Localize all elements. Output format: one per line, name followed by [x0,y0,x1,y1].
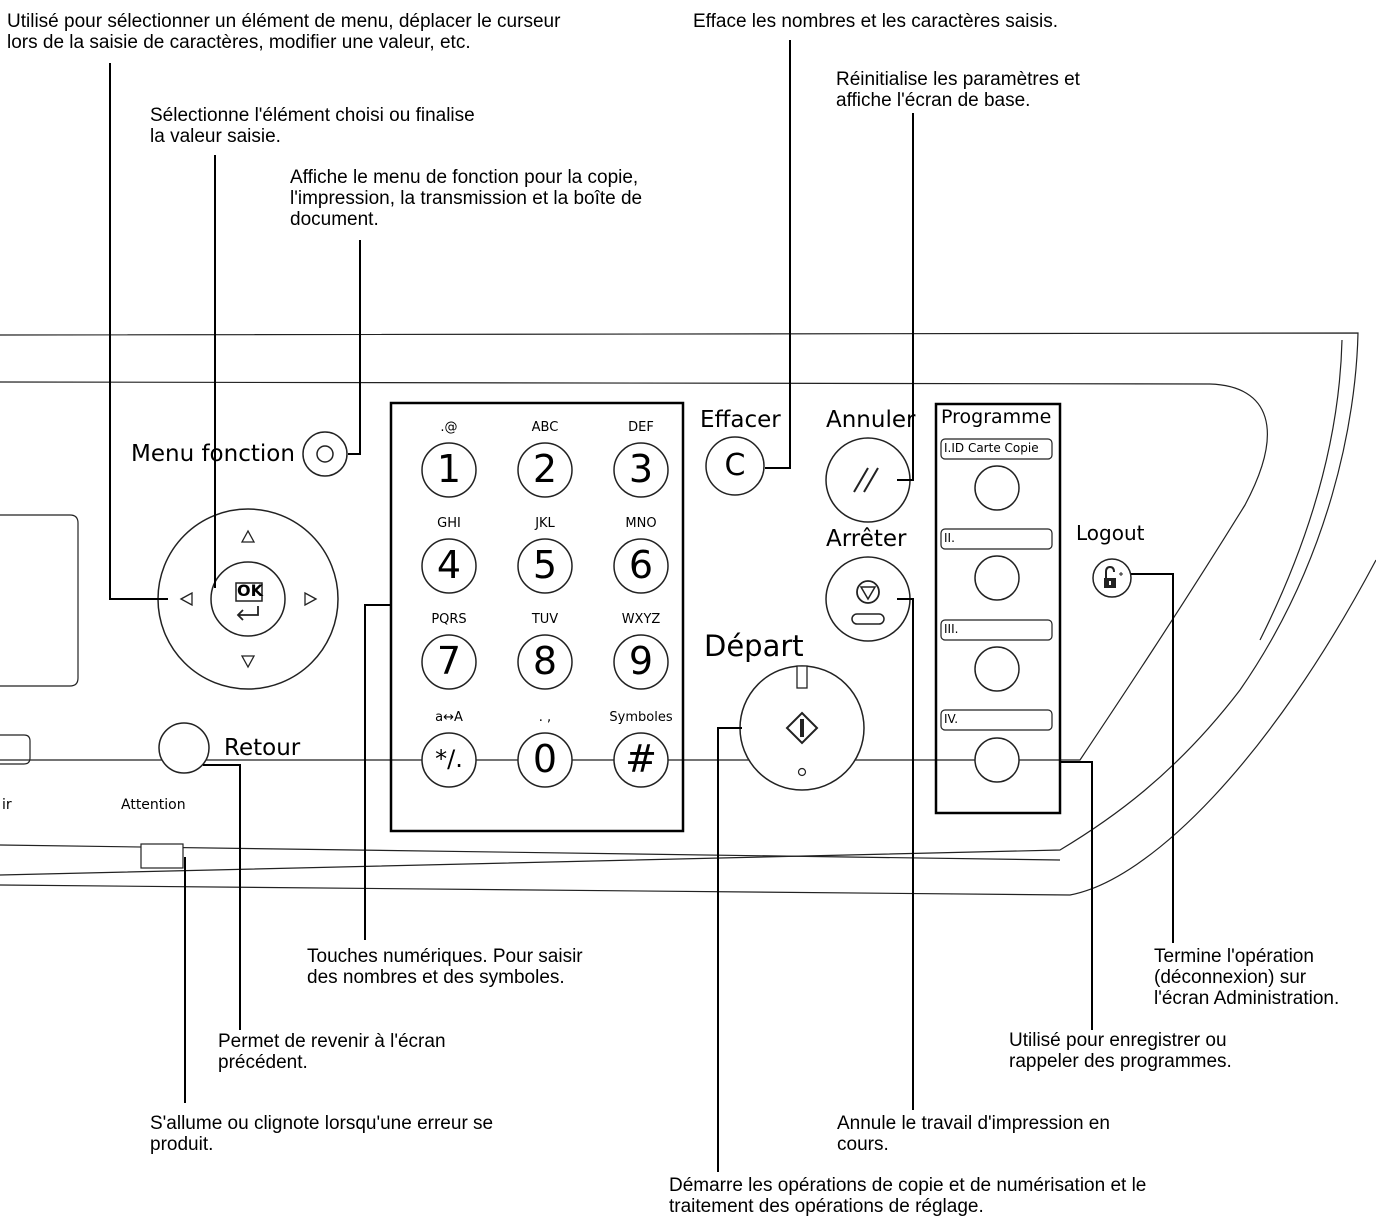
key-letters: JKL [535,516,555,531]
key-11-button[interactable] [517,732,573,788]
program-4-button[interactable] [974,737,1020,783]
ok-key-label: OK [237,581,263,600]
callout-function-menu: Affiche le menu de fonction pour la copi… [290,167,643,230]
attention-label: Attention [121,797,186,813]
annuler-label: Annuler [826,407,916,433]
key-digit: 7 [436,639,462,683]
programme-label: Programme [941,406,1052,428]
menu-fonction-button[interactable] [302,431,348,477]
depart-label: Départ [704,629,804,663]
program-1-label: I.ID Carte Copie [944,441,1039,455]
key-digit: */. [435,745,463,773]
key-9-button[interactable] [613,634,669,690]
key-digit: 2 [532,447,558,491]
key-letters: WXYZ [621,612,661,627]
key-7-button[interactable] [421,634,477,690]
key-3-button[interactable] [613,442,669,498]
callout-logout: Termine l'opération (déconnexion) sur l'… [1154,946,1340,1009]
display-edge [0,514,79,687]
key-digit: 9 [628,639,654,683]
start-icon-bar [800,719,804,737]
program-1-button[interactable] [974,465,1020,511]
key-8-button[interactable] [517,634,573,690]
key-digit: 6 [628,543,654,587]
program-2-button[interactable] [974,555,1020,601]
key-1-button[interactable] [421,442,477,498]
key-digit: 8 [532,639,558,683]
program-2-label: II. [944,531,955,545]
callout-attention: S'allume ou clignote lorsqu'une erreur s… [150,1113,494,1155]
key-digit: 4 [436,543,462,587]
clear-icon: C [724,448,746,483]
callout-program: Utilisé pour enregistrer ou rappeler des… [1009,1030,1232,1072]
key-6-button[interactable] [613,538,669,594]
key-10-button[interactable] [421,732,477,788]
key-digit: 1 [436,447,462,491]
key-5-button[interactable] [517,538,573,594]
partial-label: ir [2,797,12,813]
key-letters: MNO [625,516,657,531]
arrow-left-icon[interactable] [179,591,193,607]
programme-frame [934,402,1062,815]
logout-label: Logout [1076,521,1145,545]
key-letters: a↔A [435,710,463,725]
key-digit: 0 [532,737,558,781]
effacer-button[interactable] [705,436,765,496]
arrow-down-icon[interactable] [240,655,256,669]
stop-indicator [851,613,885,625]
reset-icon [853,467,879,493]
retour-button[interactable] [158,722,210,774]
arrow-right-icon[interactable] [304,591,318,607]
key-letters: PQRS [431,612,467,627]
partial-button [0,734,31,765]
menu-fonction-label: Menu fonction [131,441,295,467]
callout-start: Démarre les opérations de copie et de nu… [669,1175,1147,1217]
callout-reset: Réinitialise les paramètres et affiche l… [836,69,1080,111]
callout-ok: Sélectionne l'élément choisi ou finalise… [150,105,475,147]
program-3-label: III. [944,622,959,636]
unlock-icon [1104,565,1123,588]
program-4-label: IV. [944,712,959,726]
retour-label: Retour [224,735,301,761]
callout-numeric: Touches numériques. Pour saisir des nomb… [307,946,583,988]
callout-stop: Annule le travail d'impression en cours. [837,1113,1110,1155]
key-12-button[interactable] [613,732,669,788]
callout-back: Permet de revenir à l'écran précédent. [218,1031,446,1073]
key-letters: .@ [440,420,458,435]
key-letters: TUV [531,612,559,627]
callout-arrows: Utilisé pour sélectionner un élément de … [7,11,561,53]
attention-indicator [140,843,184,869]
keypad-frame [389,401,685,833]
key-2-button[interactable] [517,442,573,498]
key-letters: ABC [531,420,559,435]
start-dot [797,767,807,777]
leader-lines [109,40,1174,1172]
key-letters: GHI [437,516,461,531]
start-icon [785,711,819,745]
key-digit: # [625,737,657,781]
circle-icon [316,445,334,463]
key-4-button[interactable] [421,538,477,594]
ok-frame [235,582,263,602]
key-letters: Symboles [609,710,673,725]
arrow-up-icon[interactable] [240,529,256,543]
program-label-boxes [940,438,1053,731]
key-digit: 5 [532,543,558,587]
key-digit: 3 [628,447,654,491]
key-letters: DEF [628,420,654,435]
stop-triangle-icon [859,586,877,601]
key-letters: . , [538,710,552,725]
effacer-label: Effacer [700,407,781,433]
callout-clear: Efface les nombres et les caractères sai… [693,11,1059,32]
start-indicator [796,665,808,689]
stop-icon [856,580,880,604]
arreter-label: Arrêter [826,526,907,552]
enter-icon [236,606,259,621]
ok-button[interactable] [210,561,286,637]
program-3-button[interactable] [974,646,1020,692]
keypad-keys[interactable] [421,442,669,788]
